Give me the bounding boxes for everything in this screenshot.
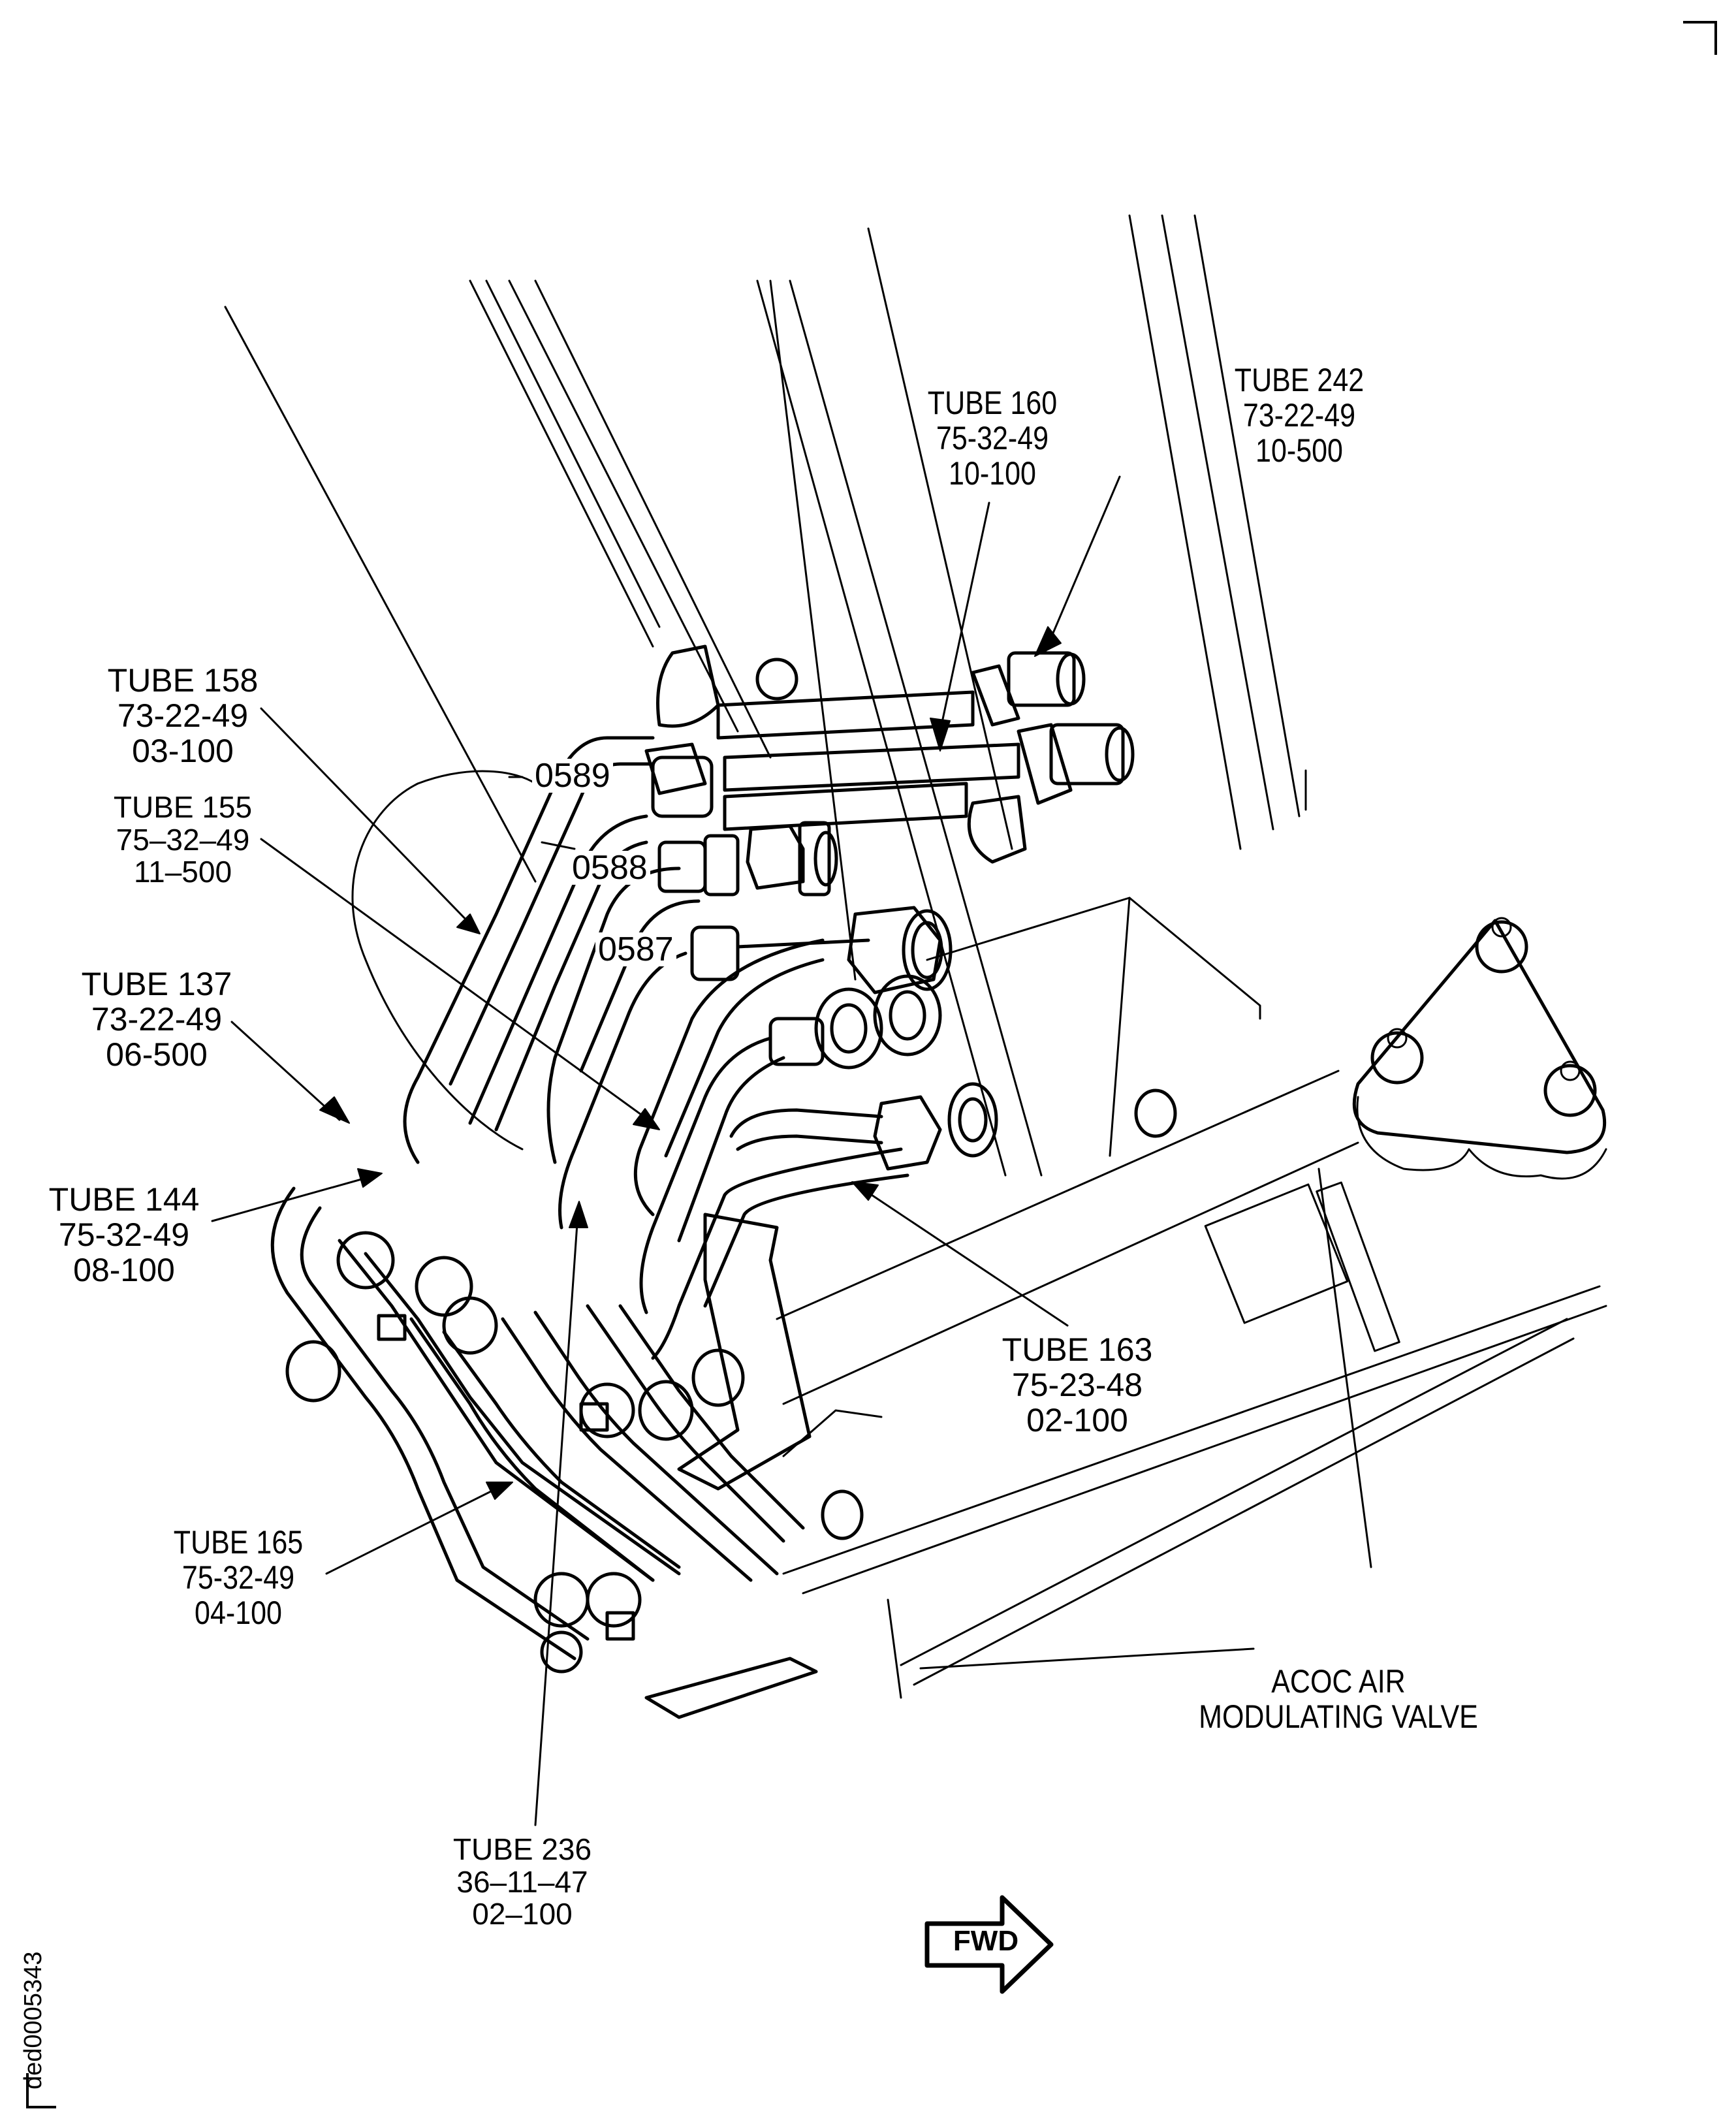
tube-144-ref: 75-32-49	[58, 1216, 190, 1253]
callout-tube-158: TUBE 158 73-22-49 03-100	[85, 663, 281, 769]
fwd-label: FWD	[953, 1925, 1019, 1957]
crop-mark-bottom-left	[26, 2073, 56, 2108]
callout-leaders	[211, 475, 1255, 1826]
tube-165-name: TUBE 165	[173, 1524, 304, 1561]
tube-155-item: 11–500	[133, 855, 232, 889]
tube-163-item: 02-100	[1026, 1402, 1128, 1438]
leader-tube-242	[1043, 475, 1121, 654]
leader-acoc-valve	[919, 1647, 1255, 1670]
tube-160-name: TUBE 160	[927, 385, 1058, 421]
callout-tube-163: TUBE 163 75-23-48 02-100	[979, 1332, 1175, 1438]
arrowhead-tube-163	[851, 1181, 879, 1201]
tube-160-ref: 75-32-49	[936, 420, 1049, 456]
arrowhead-tube-144	[357, 1168, 383, 1188]
tube-137-name: TUBE 137	[81, 966, 232, 1002]
tube-163-ref: 75-23-48	[1011, 1367, 1143, 1403]
arrowhead-tube-242	[1034, 626, 1062, 657]
tube-165-item: 04-100	[195, 1595, 282, 1631]
acoc-air-modulating-valve-label: ACOC AIR MODULATING VALVE	[1164, 1664, 1512, 1734]
leader-tube-163	[860, 1187, 1069, 1327]
tube-144-name: TUBE 144	[48, 1181, 200, 1218]
tube-158-item: 03-100	[132, 733, 234, 769]
arrowhead-tube-155	[633, 1108, 660, 1130]
callout-tube-236: TUBE 236 36–11–47 02–100	[437, 1832, 607, 1931]
leader-tube-160	[939, 501, 990, 733]
arrowhead-tube-165	[486, 1482, 513, 1500]
tube-160-item: 10-100	[949, 455, 1036, 492]
tube-137-ref: 73-22-49	[91, 1001, 223, 1038]
connector-label-0588: 0588	[569, 851, 650, 885]
acoc-valve-line2: MODULATING VALVE	[1199, 1698, 1478, 1735]
tube-242-name: TUBE 242	[1234, 362, 1365, 398]
arrowhead-tube-137	[319, 1096, 350, 1124]
arrowhead-tube-158	[456, 913, 481, 934]
tube-236-ref: 36–11–47	[456, 1864, 588, 1899]
tube-144-item: 08-100	[73, 1252, 175, 1288]
tube-158-name: TUBE 158	[107, 662, 259, 699]
tube-155-name: TUBE 155	[113, 790, 253, 824]
tube-236-name: TUBE 236	[452, 1832, 592, 1866]
tube-155-ref: 75–32–49	[116, 822, 250, 857]
leader-tube-236	[534, 1213, 579, 1826]
callout-tube-137: TUBE 137 73-22-49 06-500	[59, 966, 255, 1072]
callout-tube-165: TUBE 165 75-32-49 04-100	[157, 1525, 319, 1630]
tube-236-item: 02–100	[472, 1897, 573, 1931]
crop-mark-top-right	[1683, 21, 1717, 55]
tube-165-ref: 75-32-49	[181, 1559, 295, 1596]
callout-tube-144: TUBE 144 75-32-49 08-100	[33, 1182, 215, 1288]
connector-label-0589: 0589	[532, 759, 613, 793]
tube-137-item: 06-500	[106, 1036, 208, 1073]
callout-tube-155: TUBE 155 75–32–49 11–500	[85, 791, 281, 889]
leader-tube-155	[260, 838, 654, 1124]
fwd-arrow-icon	[924, 1895, 1054, 1994]
arrowhead-tube-160	[930, 718, 951, 752]
tube-bundle	[270, 736, 909, 1674]
callout-tube-160: TUBE 160 75-32-49 10-100	[914, 385, 1071, 491]
callout-tube-242: TUBE 242 73-22-49 10-500	[1221, 362, 1378, 468]
leader-tube-144	[211, 1174, 377, 1222]
leader-tube-137	[230, 1021, 341, 1121]
leader-tube-158	[260, 707, 475, 929]
tube-163-name: TUBE 163	[1002, 1331, 1153, 1368]
tube-242-ref: 73-22-49	[1242, 397, 1356, 434]
connector-label-0587: 0587	[595, 932, 676, 966]
tube-242-item: 10-500	[1255, 432, 1343, 469]
acoc-valve-line1: ACOC AIR	[1271, 1663, 1406, 1700]
tube-158-ref: 73-22-49	[117, 697, 249, 734]
arrowhead-tube-236	[569, 1201, 588, 1228]
document-id: ded0005343	[20, 1951, 47, 2089]
upper-fittings	[644, 644, 1135, 1171]
leader-tube-165	[325, 1484, 504, 1575]
